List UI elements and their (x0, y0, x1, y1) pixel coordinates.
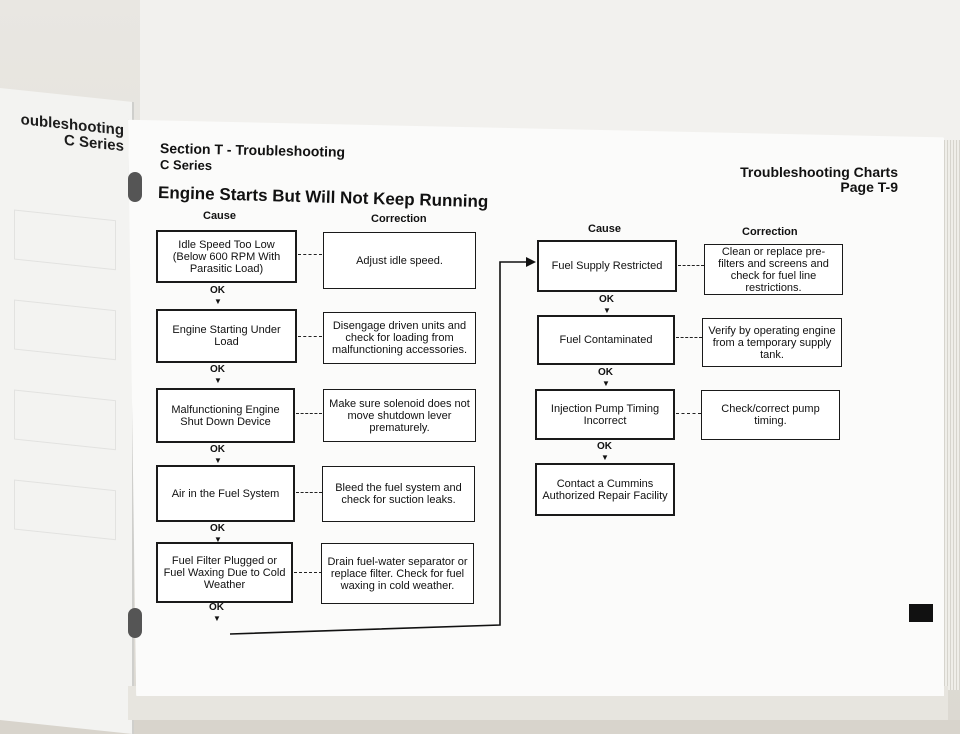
correction-box: Bleed the fuel system and check for suct… (322, 466, 475, 522)
correction-box: Make sure solenoid does not move shutdow… (323, 389, 476, 442)
final-action-box: Contact a Cummins Authorized Repair Faci… (535, 463, 675, 516)
down-arrow-icon: ▼ (603, 306, 611, 315)
cause-box: Fuel Filter Plugged or Fuel Waxing Due t… (156, 542, 293, 603)
dashed-connector (294, 572, 322, 573)
ok-label: OK (210, 285, 225, 296)
dashed-connector (298, 336, 322, 337)
down-arrow-icon: ▼ (214, 535, 222, 544)
cause-box: Injection Pump Timing Incorrect (535, 389, 675, 440)
ok-label: OK (209, 602, 224, 613)
down-arrow-icon: ▼ (213, 614, 221, 623)
cause-header-right: Cause (588, 223, 622, 235)
down-arrow-icon: ▼ (214, 376, 222, 385)
cause-box: Fuel Contaminated (537, 315, 675, 365)
correction-box: Check/correct pump timing. (701, 390, 840, 440)
ok-label: OK (597, 441, 612, 452)
down-arrow-icon: ▼ (214, 297, 222, 306)
ok-label: OK (599, 294, 614, 305)
correction-box: Adjust idle speed. (323, 232, 476, 289)
ok-label: OK (210, 523, 225, 534)
correction-header-right: Correction (742, 226, 798, 238)
correction-box: Verify by operating engine from a tempor… (702, 318, 842, 367)
cause-box: Idle Speed Too Low (Below 600 RPM With P… (156, 230, 297, 283)
ok-label: OK (210, 444, 225, 455)
cause-box: Engine Starting Under Load (156, 309, 297, 363)
dashed-connector (298, 254, 322, 255)
cause-box: Fuel Supply Restricted (537, 240, 677, 292)
cause-header-left: Cause (203, 210, 237, 222)
page-number: Page T-9 (840, 179, 898, 195)
correction-box: Clean or replace pre-filters and screens… (704, 244, 843, 295)
binder-hole (128, 608, 142, 638)
binder-hole (128, 172, 142, 202)
thumb-tab (909, 604, 933, 622)
cause-box: Malfunctioning Engine Shut Down Device (156, 388, 295, 443)
ok-label: OK (598, 367, 613, 378)
correction-box: Drain fuel-water separator or replace fi… (321, 543, 474, 604)
dashed-connector (676, 337, 702, 338)
dashed-connector (296, 492, 322, 493)
dashed-connector (676, 413, 701, 414)
down-arrow-icon: ▼ (214, 456, 222, 465)
correction-box: Disengage driven units and check for loa… (323, 312, 476, 364)
cause-box: Air in the Fuel System (156, 465, 295, 522)
dashed-connector (296, 413, 322, 414)
charts-label: Troubleshooting Charts (740, 164, 898, 180)
correction-header-left: Correction (371, 213, 427, 225)
down-arrow-icon: ▼ (602, 379, 610, 388)
dashed-connector (678, 265, 704, 266)
down-arrow-icon: ▼ (601, 453, 609, 462)
ok-label: OK (210, 364, 225, 375)
